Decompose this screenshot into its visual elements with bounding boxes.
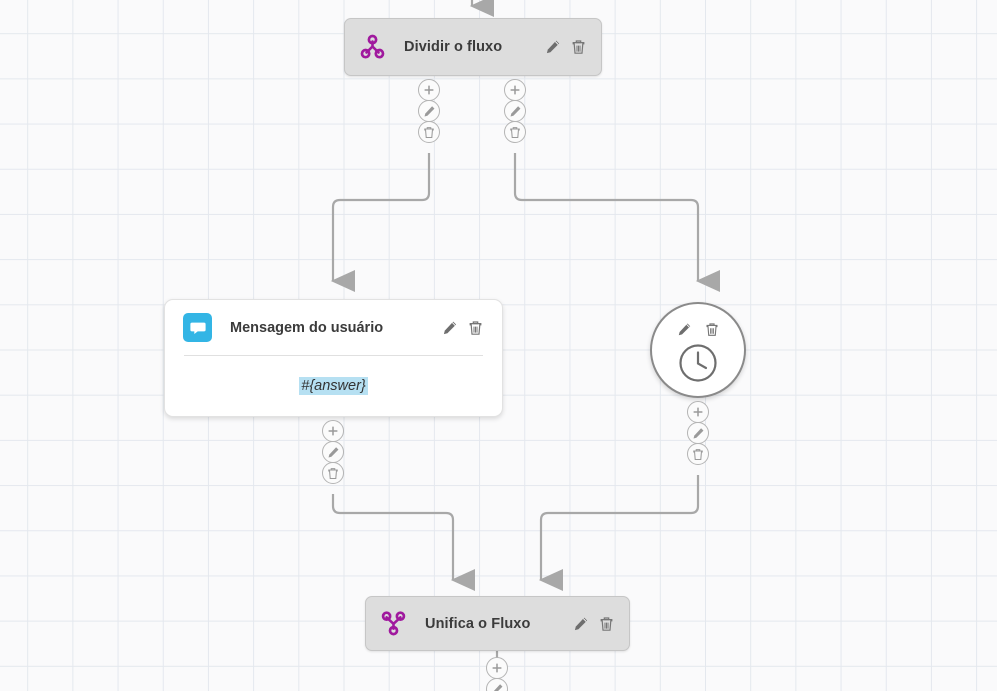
add-port-button[interactable] bbox=[486, 657, 508, 679]
delete-port-button[interactable] bbox=[322, 462, 344, 484]
clock-icon bbox=[677, 342, 719, 389]
add-port-button[interactable] bbox=[504, 79, 526, 101]
port-stack-split-right[interactable] bbox=[504, 79, 526, 143]
edit-port-button[interactable] bbox=[322, 441, 344, 463]
add-port-button[interactable] bbox=[418, 79, 440, 101]
card-body: #{answer} bbox=[183, 356, 484, 416]
edit-port-button[interactable] bbox=[504, 100, 526, 122]
edit-icon[interactable] bbox=[544, 39, 561, 56]
delete-port-button[interactable] bbox=[418, 121, 440, 143]
variable-chip[interactable]: #{answer} bbox=[299, 377, 368, 395]
add-port-button[interactable] bbox=[687, 401, 709, 423]
edit-port-button[interactable] bbox=[486, 678, 508, 691]
edit-icon[interactable] bbox=[572, 615, 589, 632]
edge-split-to-timer bbox=[513, 153, 720, 292]
edit-port-button[interactable] bbox=[687, 422, 709, 444]
delete-icon[interactable] bbox=[703, 321, 720, 338]
divider bbox=[184, 355, 483, 356]
edge-timer-to-merge bbox=[538, 475, 700, 591]
merge-flow-icon bbox=[380, 610, 407, 637]
delete-icon[interactable] bbox=[570, 39, 587, 56]
card-header: Mensagem do usuário bbox=[183, 300, 484, 355]
node-actions bbox=[544, 39, 587, 56]
add-port-button[interactable] bbox=[322, 420, 344, 442]
node-title: Dividir o fluxo bbox=[404, 39, 503, 55]
delete-port-button[interactable] bbox=[504, 121, 526, 143]
port-stack-merge[interactable] bbox=[486, 657, 508, 691]
node-actions bbox=[441, 319, 484, 336]
edit-icon[interactable] bbox=[676, 321, 693, 338]
delete-icon[interactable] bbox=[598, 615, 615, 632]
node-title: Unifica o Fluxo bbox=[425, 615, 531, 632]
node-actions bbox=[572, 615, 615, 632]
node-timer[interactable] bbox=[650, 302, 746, 398]
speech-bubble-icon bbox=[183, 313, 212, 342]
delete-icon[interactable] bbox=[467, 319, 484, 336]
edge-message-to-merge bbox=[331, 494, 475, 591]
edge-split-to-message bbox=[330, 153, 431, 292]
node-unifica-o-fluxo[interactable]: Unifica o Fluxo bbox=[365, 596, 630, 651]
split-flow-icon bbox=[359, 34, 386, 61]
port-stack-split-left[interactable] bbox=[418, 79, 440, 143]
node-actions bbox=[676, 321, 720, 338]
node-title: Mensagem do usuário bbox=[230, 319, 384, 336]
delete-port-button[interactable] bbox=[687, 443, 709, 465]
port-stack-timer[interactable] bbox=[687, 401, 709, 465]
node-dividir-o-fluxo[interactable]: Dividir o fluxo bbox=[344, 18, 602, 76]
edit-icon[interactable] bbox=[441, 319, 458, 336]
port-stack-message[interactable] bbox=[322, 420, 344, 484]
node-mensagem-do-usuario[interactable]: Mensagem do usuário bbox=[164, 299, 503, 417]
edit-port-button[interactable] bbox=[418, 100, 440, 122]
